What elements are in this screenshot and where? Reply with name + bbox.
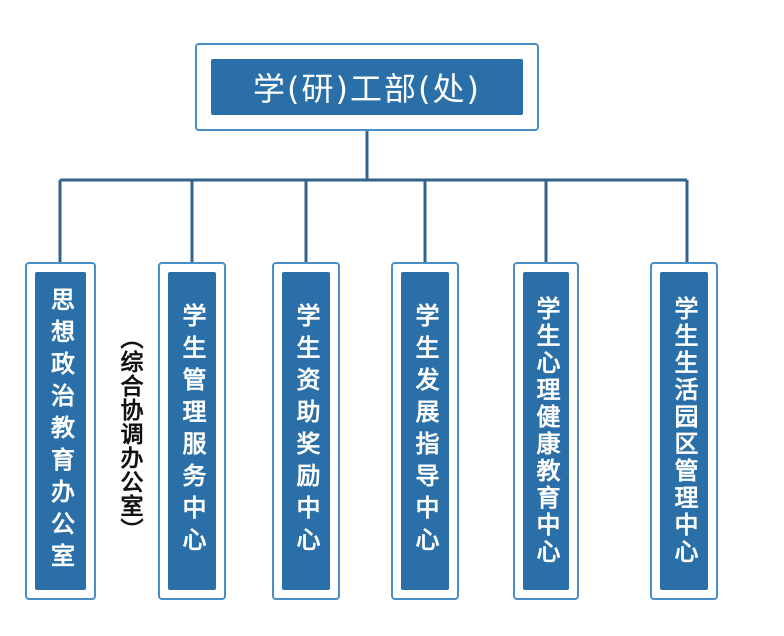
department-node-student-management: 学生管理服务中心 [158,262,226,600]
root-node: 学(研)工部(处) [195,43,539,131]
department-label: 学生发展指导中心 [411,303,439,559]
side-note: （综合协调办公室） [116,326,142,542]
root-node-box: 学(研)工部(处) [211,59,523,115]
department-node-mental-health: 学生心理健康教育中心 [513,262,579,600]
department-node-living-area: 学生生活园区管理中心 [650,262,718,600]
department-node-student-development: 学生发展指导中心 [391,262,459,600]
department-label: 学生心理健康教育中心 [532,296,560,566]
department-node-student-aid: 学生资助奖励中心 [272,262,340,600]
department-node-ideological-education: 思想政治教育办公室 [25,262,96,600]
department-label: 学生生活园区管理中心 [670,296,698,566]
department-label: 思想政治教育办公室 [46,287,75,575]
root-node-label: 学(研)工部(处) [253,70,481,108]
department-label: 学生管理服务中心 [178,303,206,559]
department-label: 学生资助奖励中心 [292,303,320,559]
